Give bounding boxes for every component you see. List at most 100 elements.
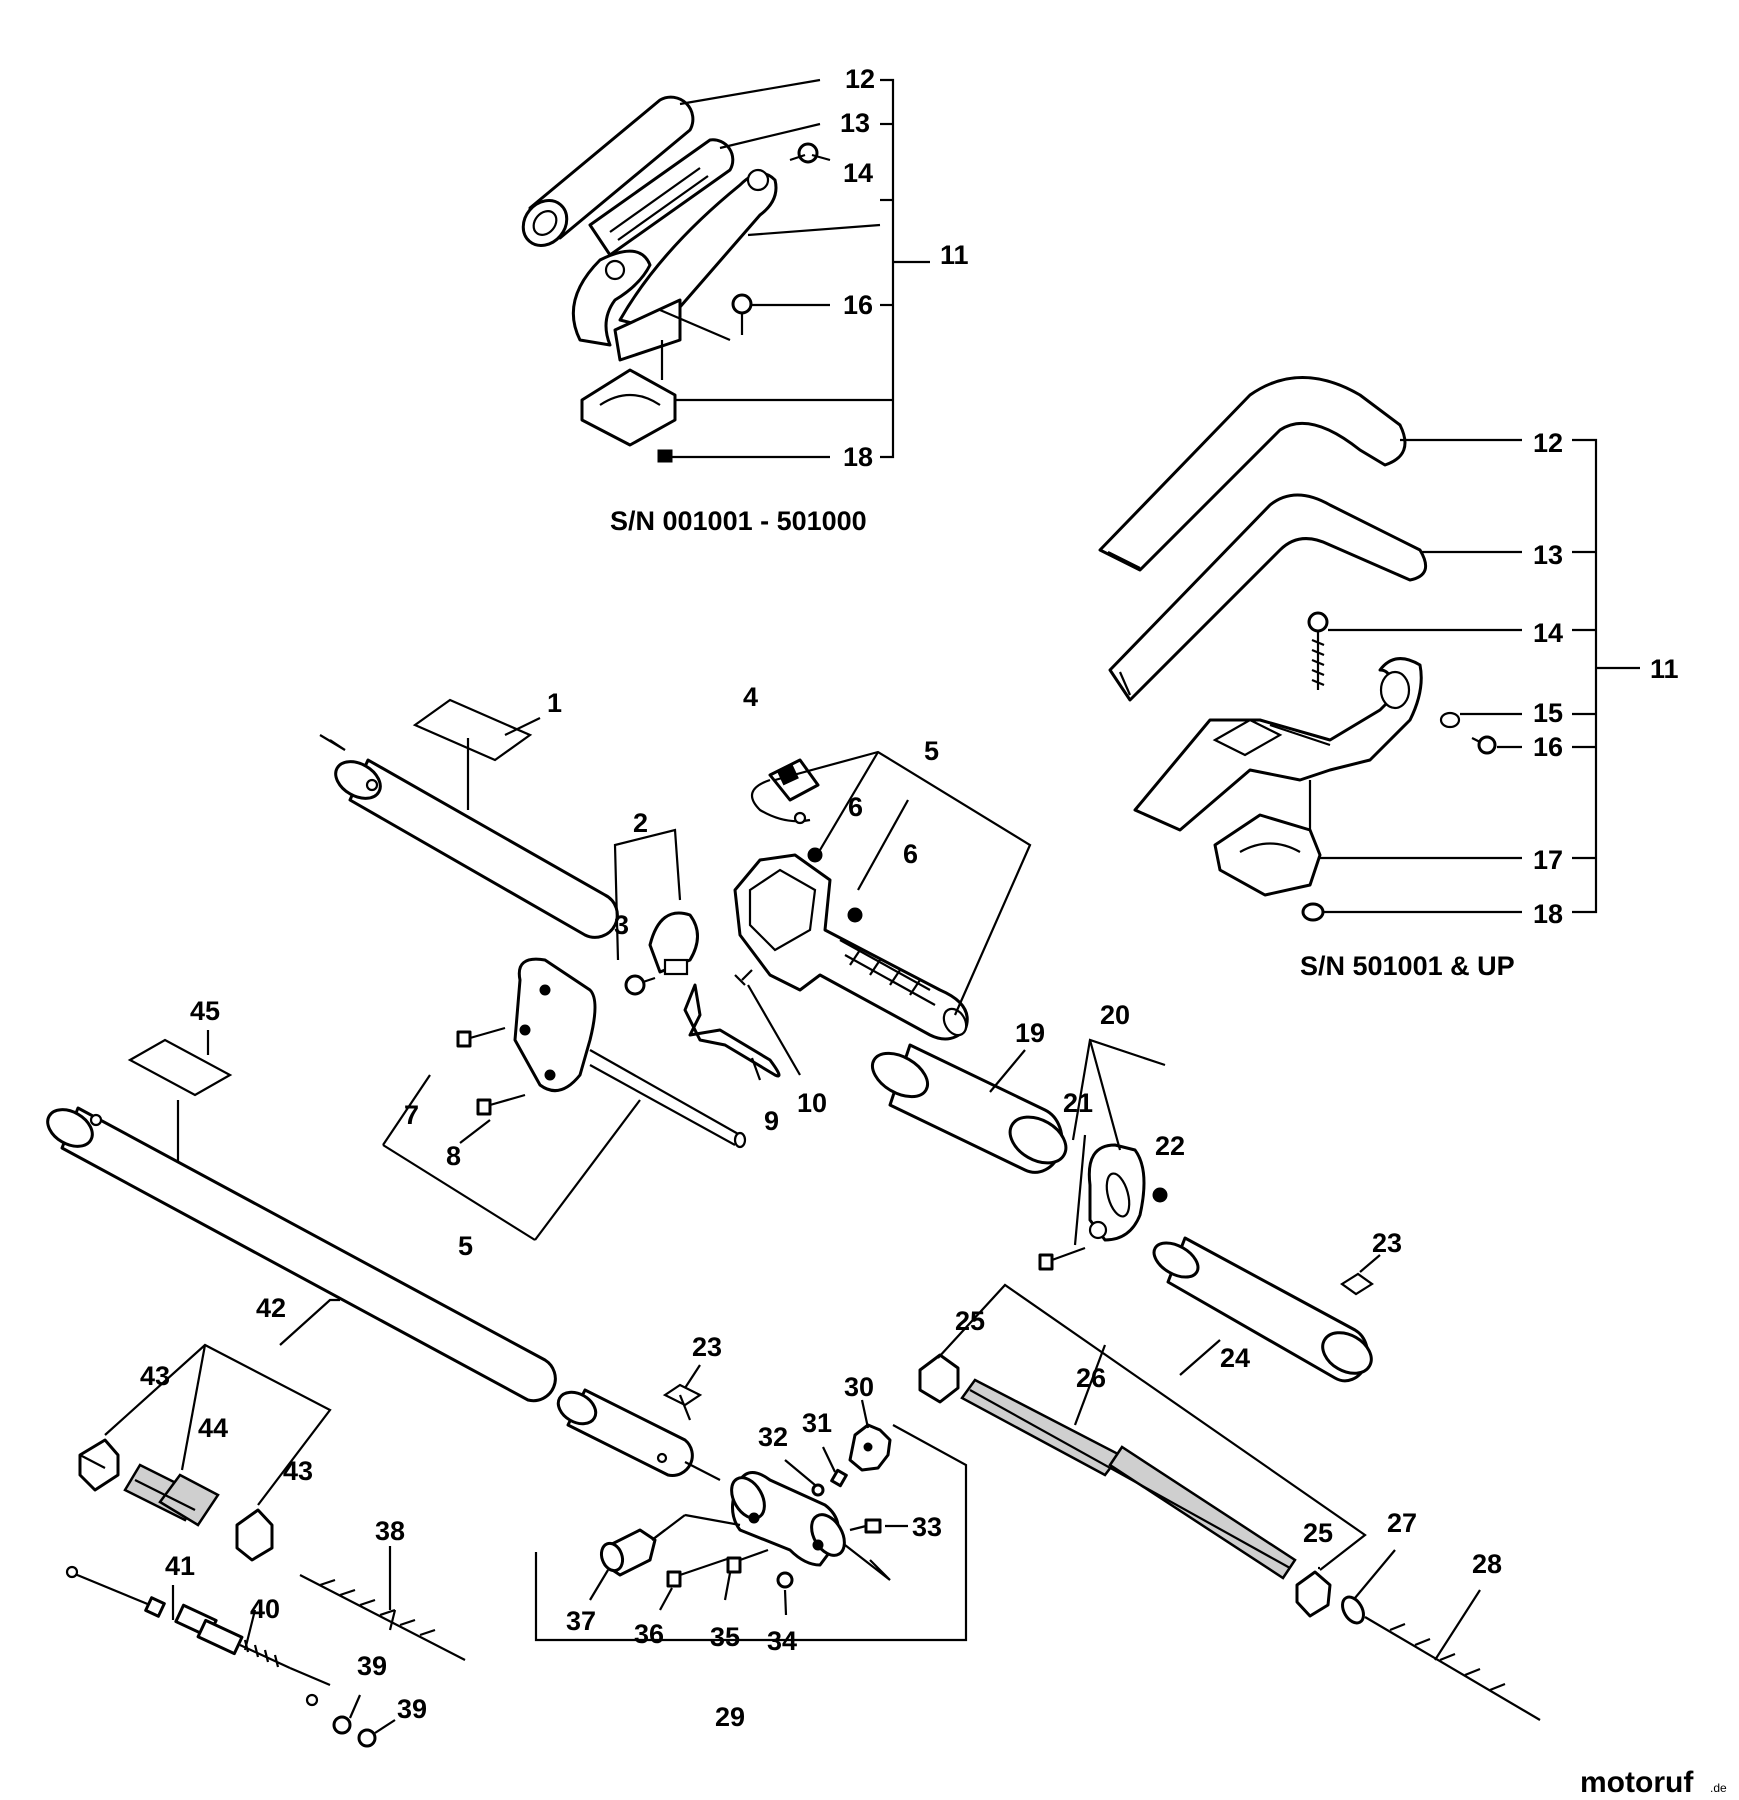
gear-assembly: 23 <box>534 1332 968 1732</box>
part-39-nut <box>332 1715 352 1735</box>
part-3-screw <box>624 974 656 996</box>
callout-6: 6 <box>848 792 863 822</box>
part-44-shaft <box>123 1463 220 1527</box>
callout-2: 2 <box>633 808 648 838</box>
front-grip-group: 19 20 21 22 <box>871 1000 1185 1271</box>
part-16-screw-early <box>731 293 753 335</box>
part-23-decal-b <box>1340 1272 1374 1296</box>
part-4-switch <box>750 758 820 825</box>
part-33-screw <box>849 1518 882 1534</box>
callout-36: 36 <box>634 1619 664 1649</box>
callout-33: 33 <box>912 1512 942 1542</box>
part-18-nut-late <box>1301 902 1325 922</box>
part-45-decal <box>127 1038 233 1097</box>
callout-23: 23 <box>692 1332 722 1362</box>
handle-arm-early <box>571 168 778 362</box>
callout-27: 27 <box>1387 1508 1417 1538</box>
part-25-coupler <box>918 1353 960 1404</box>
part-5-throttle-housing-left <box>513 957 747 1149</box>
part-5-throttle-housing <box>733 853 969 1041</box>
part-6-nut <box>847 907 863 923</box>
part-17-clamp-early <box>580 340 677 447</box>
callout-31: 31 <box>802 1408 832 1438</box>
callout-7: 7 <box>404 1100 419 1130</box>
callout-13: 13 <box>840 108 870 138</box>
part-12-loop-grip <box>1098 376 1407 572</box>
part-35-screw <box>726 1548 769 1574</box>
part-8-screw <box>476 1093 526 1116</box>
part-17-clamp-late <box>1213 813 1322 897</box>
callout-5: 5 <box>924 736 939 766</box>
callout-11: 11 <box>1650 654 1679 684</box>
callout-21: 21 <box>1063 1088 1093 1118</box>
callout-41: 41 <box>165 1551 195 1581</box>
part-1-decal <box>412 698 533 762</box>
callout-19: 19 <box>1015 1018 1045 1048</box>
callout-3: 3 <box>614 910 629 940</box>
callout-39: 39 <box>397 1694 427 1724</box>
part-12-grip-early <box>521 95 695 247</box>
part-7-screw <box>456 1026 506 1048</box>
part-26-flex-shaft <box>960 1378 1297 1580</box>
part-24-tube <box>1152 1236 1373 1383</box>
part-6-nut <box>807 847 823 863</box>
part-20-clamp <box>1087 1143 1146 1242</box>
callout-5: 5 <box>458 1231 473 1261</box>
part-14-long-bolt <box>1307 611 1329 690</box>
callout-43: 43 <box>140 1361 170 1391</box>
part-25-coupler-b <box>1295 1570 1332 1618</box>
callout-34: 34 <box>767 1626 797 1656</box>
part-32-washer <box>811 1483 825 1497</box>
part-43-coupler <box>78 1438 120 1492</box>
part-13-inner-grip-early <box>588 138 735 257</box>
part-42-main-tube <box>46 1106 557 1403</box>
part-16-screw-late <box>1471 735 1497 755</box>
part-38-drive-cable <box>299 1574 466 1661</box>
callout-26: 26 <box>1076 1363 1106 1393</box>
part-43-coupler-b <box>235 1508 274 1562</box>
callout-24: 24 <box>1220 1343 1250 1373</box>
callout-9: 9 <box>764 1106 779 1136</box>
callout-10: 10 <box>797 1088 827 1118</box>
part-short-tube <box>556 1388 694 1477</box>
callout-6: 6 <box>903 839 918 869</box>
part-10-spring <box>734 969 753 986</box>
part-40-sleeve <box>196 1618 331 1707</box>
callout-25: 25 <box>955 1306 985 1336</box>
callout-39: 39 <box>357 1651 387 1681</box>
part-28-inner-cable <box>1364 1616 1541 1721</box>
main-tube-group: 45 42 <box>46 996 557 1403</box>
callout-16: 16 <box>843 290 873 320</box>
callout-12: 12 <box>845 64 875 94</box>
callout-13: 13 <box>1533 540 1563 570</box>
part-15-washer <box>1439 711 1461 729</box>
part-2-clamp <box>648 911 699 976</box>
throttle-assembly: 1 2 3 4 5 6 6 7 8 9 10 5 <box>319 682 1032 1261</box>
callout-1: 1 <box>547 688 562 718</box>
coupling-group: 43 44 43 41 40 38 <box>65 1343 466 1748</box>
callout-14: 14 <box>1533 618 1563 648</box>
callout-43: 43 <box>283 1456 313 1486</box>
callout-30: 30 <box>844 1372 874 1402</box>
part-19-grip <box>871 1043 1068 1174</box>
callout-44: 44 <box>198 1413 228 1443</box>
caption-late-serial: S/N 501001 & UP <box>1300 951 1515 981</box>
part-34-nut <box>776 1571 794 1589</box>
part-18-nut-early <box>657 449 673 463</box>
callout-37: 37 <box>566 1606 596 1636</box>
handle-body-late <box>1133 657 1423 832</box>
handle-assembly-late: 12 13 14 11 15 16 17 18 S/N 501001 & UP <box>1098 376 1679 981</box>
callout-40: 40 <box>250 1594 280 1624</box>
part-29-gearbox <box>730 1471 846 1567</box>
callout-45: 45 <box>190 996 220 1026</box>
upper-tube <box>334 758 619 939</box>
part-37-fitting <box>599 1528 666 1577</box>
callout-18: 18 <box>1533 899 1563 929</box>
callout-17: 17 <box>1533 845 1563 875</box>
callout-14: 14 <box>843 158 873 188</box>
part-27-washer <box>1341 1595 1365 1625</box>
handle-assembly-early: 12 13 14 11 16 18 S/N 001001 - 501000 <box>521 64 969 536</box>
part-39-nut <box>357 1728 377 1748</box>
part-9-trigger <box>683 983 781 1078</box>
callout-25: 25 <box>1303 1518 1333 1548</box>
